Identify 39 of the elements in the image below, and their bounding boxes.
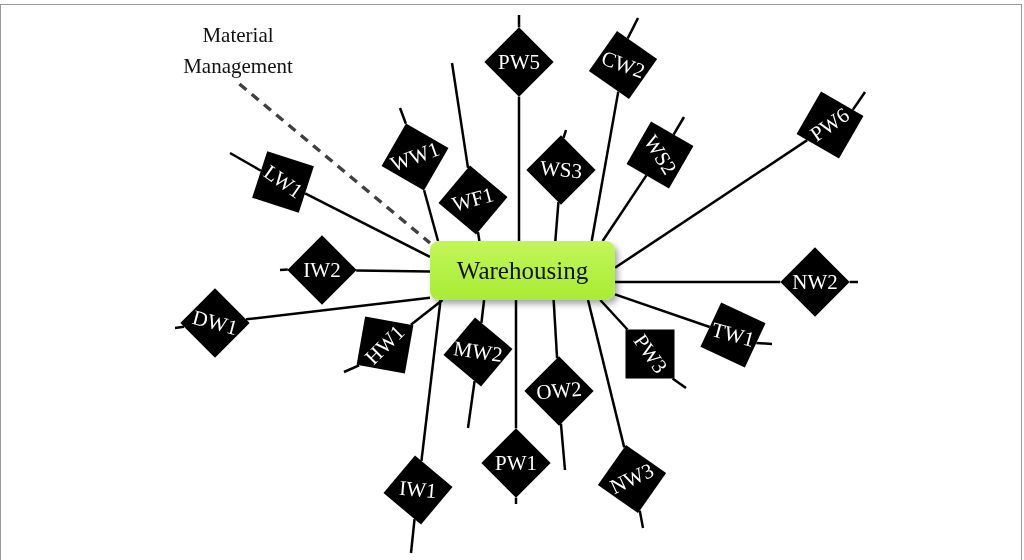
connector-line — [480, 299, 486, 324]
node-label: NW2 — [792, 269, 838, 295]
connector-line — [517, 96, 521, 241]
process-box — [430, 241, 615, 300]
node-label: IW1 — [398, 475, 438, 505]
connector-line — [599, 299, 629, 331]
caption-text: Material Management — [182, 21, 294, 80]
dashed-leader-line — [238, 82, 432, 245]
node-label: DW1 — [189, 305, 241, 341]
node-label: WF1 — [449, 182, 497, 218]
connector-line — [615, 280, 781, 284]
connector-line — [601, 174, 648, 242]
connector-line — [304, 192, 431, 259]
connector-line — [586, 299, 626, 448]
node-label: TW1 — [708, 317, 758, 353]
node-label: CW2 — [597, 45, 649, 85]
node-label: PW1 — [495, 450, 537, 476]
node-label: PW5 — [498, 49, 540, 75]
connector-line — [410, 299, 444, 326]
node-label: LW1 — [258, 159, 308, 205]
connector-line — [554, 202, 560, 242]
connector-line — [356, 269, 430, 273]
node-label: Warehousing — [456, 256, 589, 285]
connector-line — [476, 231, 481, 242]
node-label: IW2 — [303, 257, 341, 283]
connector-line — [245, 296, 431, 321]
connector-line — [614, 293, 711, 329]
connector-line — [614, 139, 808, 269]
node-label: MW2 — [452, 336, 504, 368]
node-label: PW6 — [805, 102, 855, 148]
connector-line — [590, 91, 620, 242]
connector-line — [420, 299, 442, 462]
connector-line — [514, 300, 518, 429]
connector-line — [422, 189, 440, 242]
node-label: WW1 — [387, 136, 443, 178]
node-label: OW2 — [535, 376, 583, 406]
connector-line — [552, 299, 559, 359]
node-label: WS3 — [539, 155, 583, 185]
node-label: NW3 — [606, 458, 658, 500]
